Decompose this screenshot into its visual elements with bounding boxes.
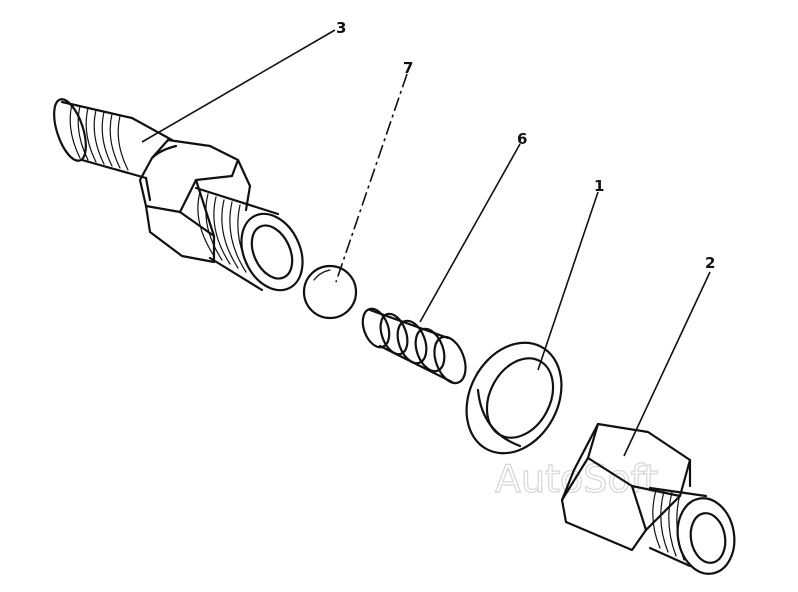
part-6-spring bbox=[361, 307, 467, 385]
leader-3 bbox=[141, 29, 336, 143]
part-3-union-body bbox=[53, 98, 304, 292]
leader-1 bbox=[537, 191, 599, 371]
leader-6 bbox=[419, 143, 521, 323]
leader-2 bbox=[623, 271, 711, 457]
leader-lines bbox=[141, 29, 711, 457]
part-3-left-thread bbox=[53, 98, 174, 202]
callout-7: 7 bbox=[403, 59, 413, 77]
part-7-ball bbox=[302, 264, 358, 320]
part-3-hex-collar bbox=[138, 138, 252, 264]
callout-1: 1 bbox=[594, 177, 604, 195]
part-1-washer bbox=[465, 341, 563, 455]
leader-7 bbox=[335, 73, 408, 283]
callout-3: 3 bbox=[336, 19, 346, 37]
part-3-right-thread bbox=[194, 186, 304, 292]
callout-6: 6 bbox=[517, 130, 527, 148]
part-2-hex-fitting bbox=[560, 422, 736, 575]
callout-2: 2 bbox=[705, 254, 715, 272]
